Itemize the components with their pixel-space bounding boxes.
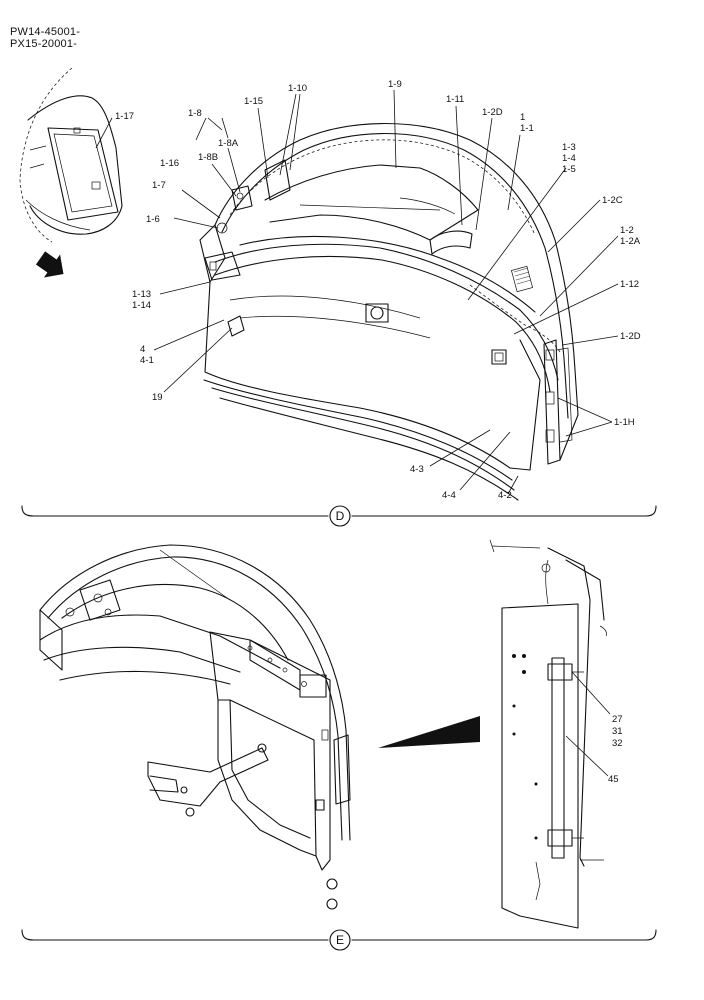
section-detail-e: [489, 539, 611, 929]
fender-assembly-e: [39, 544, 351, 910]
view-marker-d: D: [336, 509, 345, 523]
callout-1-8: 1-8: [188, 108, 202, 119]
callout-1-2: 1-2: [620, 225, 634, 236]
callout-4: 4: [140, 344, 145, 355]
callout-1-8a: 1-8A: [218, 138, 239, 149]
callout-1-8b: 1-8B: [198, 152, 218, 163]
callout-1-9: 1-9: [388, 79, 402, 90]
callout-4-1: 4-1: [140, 355, 154, 366]
callout-1-16: 1-16: [160, 158, 179, 169]
view-direction-arrow: [35, 251, 64, 278]
callout-1-1: 1-1: [520, 123, 534, 134]
section-wedge-pointer: [378, 716, 480, 748]
callout-1-2d-low: 1-2D: [620, 331, 641, 342]
section-bracket-d: D: [21, 505, 657, 527]
callout-1-11: 1-11: [446, 94, 464, 105]
callout-labels: 1-17 1-8 1-8A 1-8B 1-15 1-10 1-9 1-11 1-…: [115, 79, 641, 785]
callout-31: 31: [612, 726, 623, 737]
side-bracket-1-1h: [543, 339, 573, 465]
callout-1-2d-top: 1-2D: [482, 107, 503, 118]
fender-assembly-d: [199, 122, 579, 501]
section-bracket-e: E: [21, 929, 657, 951]
view-d-group: D: [19, 67, 657, 527]
callout-1-7: 1-7: [152, 180, 166, 191]
callout-4-4: 4-4: [442, 490, 456, 501]
callout-4-2: 4-2: [498, 490, 512, 501]
callout-32: 32: [612, 738, 623, 749]
callout-1-14: 1-14: [132, 300, 151, 311]
callout-27: 27: [612, 714, 623, 725]
view-e-group: E: [21, 539, 657, 951]
callout-4-3: 4-3: [410, 464, 424, 475]
leader-lines-d: [153, 89, 619, 495]
callout-1-1h: 1-1H: [614, 417, 635, 428]
callout-1-2c: 1-2C: [602, 195, 623, 206]
callout-1-2a: 1-2A: [620, 236, 641, 247]
callout-1-10: 1-10: [288, 83, 307, 94]
model-range-line-1: PW14-45001-: [10, 26, 81, 38]
callout-1-13: 1-13: [132, 289, 151, 300]
callout-1-3: 1-3: [562, 142, 576, 153]
view-marker-e: E: [336, 933, 344, 947]
callout-1-5: 1-5: [562, 164, 576, 175]
callout-19: 19: [152, 392, 163, 403]
callout-1-4: 1-4: [562, 153, 576, 164]
callout-1-12: 1-12: [620, 279, 639, 290]
callout-1-17: 1-17: [115, 111, 134, 122]
callout-45: 45: [608, 774, 619, 785]
callout-1-15: 1-15: [244, 96, 263, 107]
callout-1-6: 1-6: [146, 214, 160, 225]
callout-1: 1: [520, 112, 525, 123]
model-range-line-2: PX15-20001-: [10, 38, 78, 50]
vent-grille-1-3: [510, 265, 534, 293]
detail-inset-1-17: [19, 67, 123, 243]
